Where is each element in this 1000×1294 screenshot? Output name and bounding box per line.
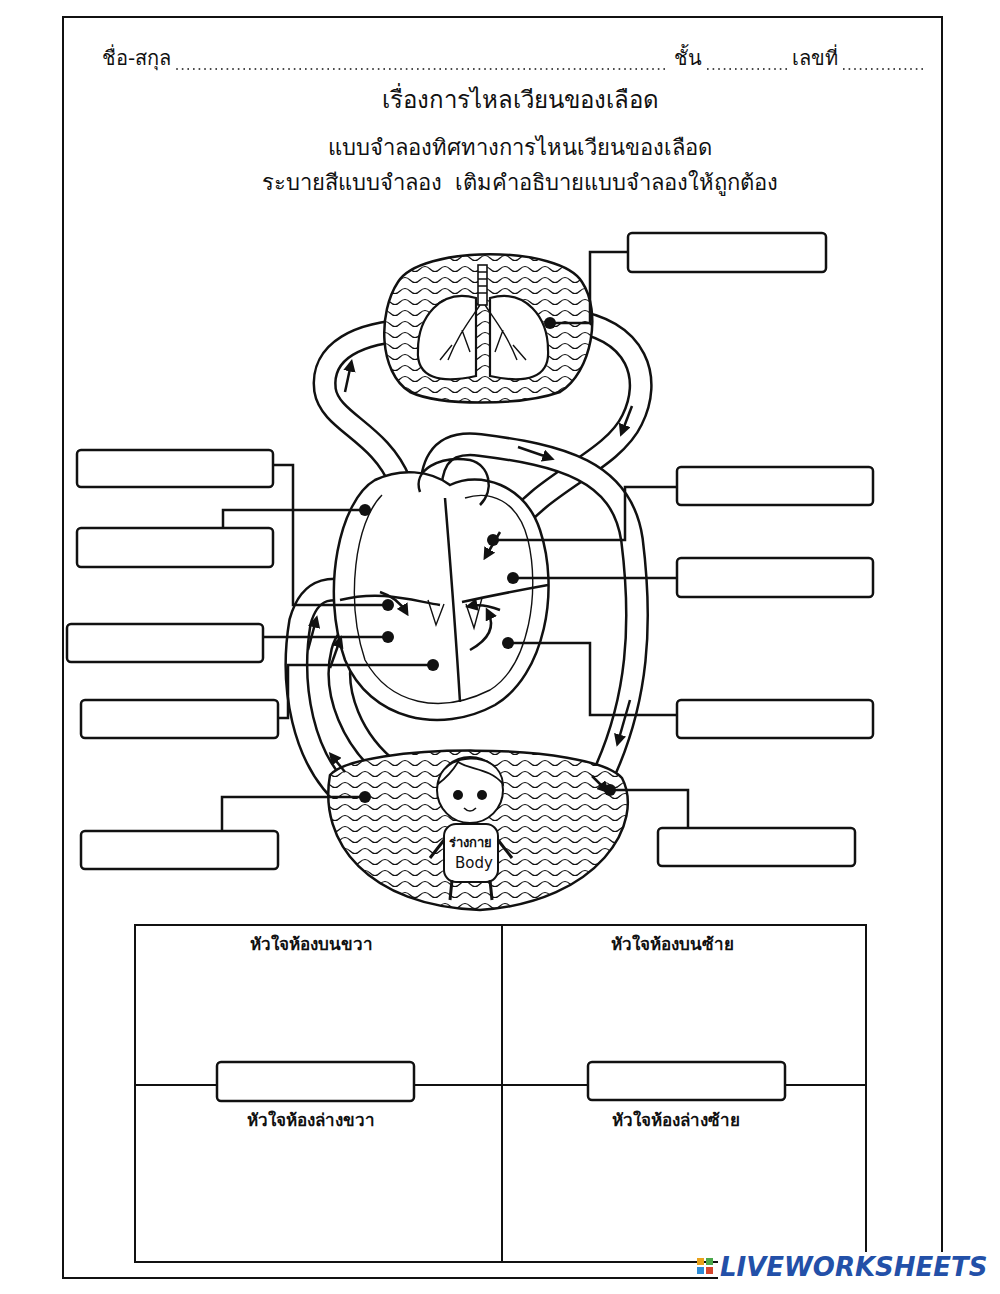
name-field-label: ชื่อ-สกุล [100, 46, 173, 70]
body-label: Body [453, 854, 495, 872]
child-figure [430, 757, 512, 900]
worksheet-title: เรื่องการไหลเวียนของเลือด [380, 86, 661, 115]
body-capillaries [320, 750, 640, 911]
heart-drawing [334, 459, 549, 720]
lung-capillaries [380, 254, 620, 403]
fill-in-dots [843, 68, 924, 70]
subtitle: แบบจำลองทิศทางการไหนเวียนของเลือด [326, 135, 714, 161]
class-field-label: ชั้น [672, 46, 704, 70]
watermark: LIVEWORKSHEETS [718, 1252, 990, 1283]
watermark-icon [697, 1258, 713, 1274]
table-cell: หัวใจห้องล่างขวา [245, 1110, 377, 1130]
fill-in-dots [176, 68, 669, 70]
table-cell: หัวใจห้องบนขวา [248, 934, 375, 954]
fill-in-dots [707, 68, 787, 70]
page-border [63, 17, 942, 1278]
body-label: ร่างกาย [447, 835, 494, 851]
number-field-label: เลขที่ [790, 46, 840, 70]
answer-boxes [67, 233, 873, 869]
instruction: ระบายสีแบบจำลอง เติมคำอธิบายแบบจำลองให้ถ… [260, 170, 781, 196]
table-cell: หัวใจห้องล่างซ้าย [610, 1110, 742, 1130]
table-cell: หัวใจห้องบนซ้าย [609, 934, 736, 954]
chamber-table [135, 925, 866, 1262]
